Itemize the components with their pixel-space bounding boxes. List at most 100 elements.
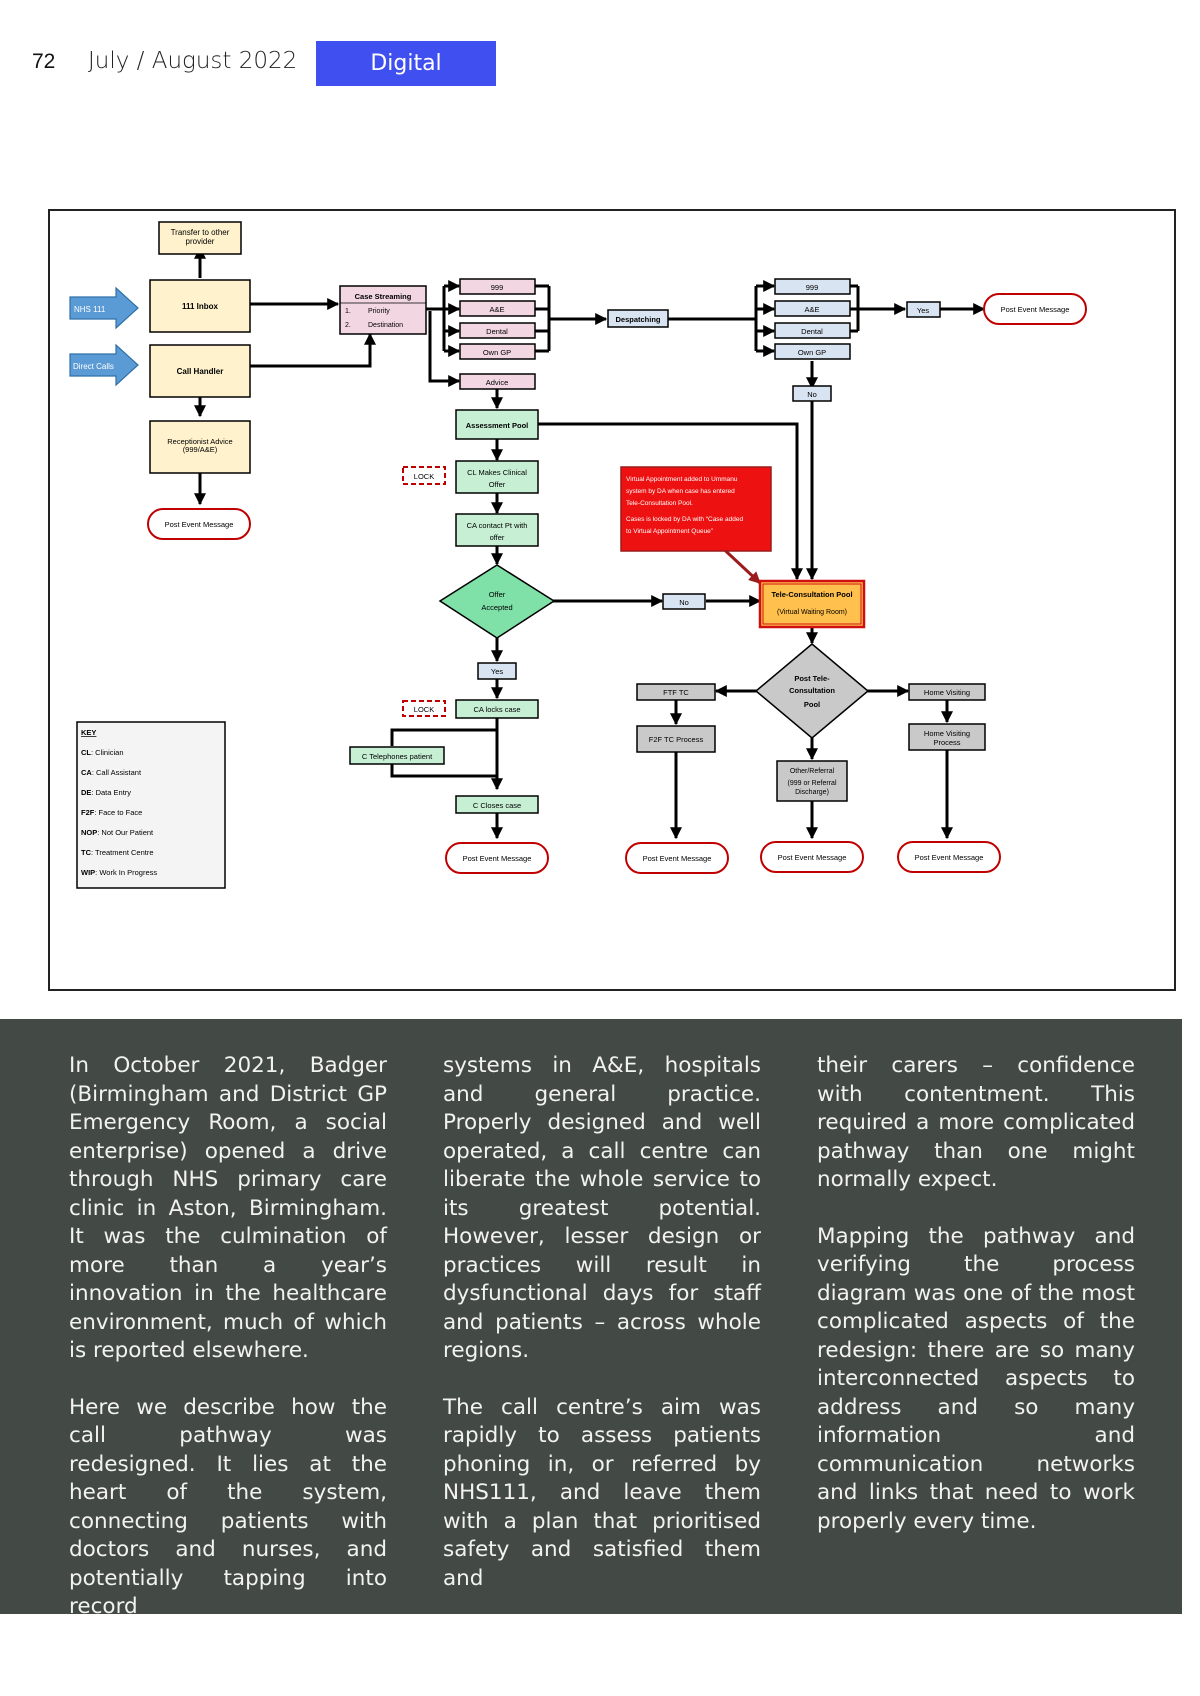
dest-text: Own GP bbox=[483, 348, 511, 357]
dest-text: A&E bbox=[804, 305, 819, 314]
post-tele-text: Post Tele- bbox=[794, 674, 830, 683]
post-event-text: Post Event Message bbox=[643, 854, 712, 863]
note-text: system by DA when case has entered bbox=[626, 488, 735, 495]
offer-accepted-text: Offer bbox=[489, 590, 506, 599]
issue-date: July / August 2022 bbox=[88, 48, 298, 74]
tele-pool-text: Tele-Consultation Pool bbox=[771, 590, 852, 599]
despatching-box bbox=[607, 309, 669, 328]
article-paragraph: In October 2021, Badger (Birmingham and … bbox=[69, 1053, 387, 1363]
ca-locks-box bbox=[455, 699, 539, 719]
case-streaming-item: Destination bbox=[368, 322, 403, 329]
c-telephones-box bbox=[349, 746, 445, 765]
key-abbr: TC bbox=[81, 848, 92, 857]
ftf-tc-box bbox=[636, 683, 716, 701]
f2f-process-text: F2F TC Process bbox=[649, 735, 704, 744]
case-streaming-title: Case Streaming bbox=[355, 292, 412, 301]
dest-box bbox=[459, 300, 536, 317]
note-text: to Virtual Appointment Queue” bbox=[626, 528, 713, 535]
dest-box bbox=[774, 322, 851, 339]
ca-contact-text: offer bbox=[490, 533, 505, 542]
key-text: : Face to Face bbox=[94, 808, 142, 817]
receptionist-text: Receptionist Advice bbox=[167, 437, 232, 446]
assessment-pool-box bbox=[455, 409, 539, 440]
section-tag: Digital bbox=[316, 41, 496, 86]
ftf-tc-text: FTF TC bbox=[663, 688, 689, 697]
direct-calls-arrow bbox=[69, 343, 139, 387]
article-column-3: their carers – confidence with contentme… bbox=[817, 1052, 1135, 1564]
svg-text:NOP: Not Our Patient: NOP: Not Our Patient bbox=[81, 828, 154, 837]
cl-offer-text: Offer bbox=[489, 480, 506, 489]
post-event-text: Post Event Message bbox=[463, 854, 532, 863]
post-event-text: Post Event Message bbox=[1001, 305, 1070, 314]
dest-text: 999 bbox=[806, 283, 819, 292]
lock-text: LOCK bbox=[414, 705, 434, 714]
tele-consultation-pool-box bbox=[758, 579, 866, 629]
dest-box bbox=[774, 300, 851, 317]
c-telephones-text: C Telephones patient bbox=[362, 752, 433, 761]
virtual-appointment-note bbox=[620, 466, 772, 552]
dest-box bbox=[459, 343, 536, 360]
post-tele-diamond bbox=[754, 643, 870, 739]
assessment-pool-text: Assessment Pool bbox=[466, 421, 529, 430]
other-referral-text: (999 or Referral bbox=[787, 780, 836, 787]
dest-box bbox=[774, 278, 851, 295]
case-streaming-box bbox=[339, 285, 427, 335]
dest-text: Dental bbox=[801, 327, 823, 336]
dest-box bbox=[459, 278, 536, 295]
pathway-diagram-svg: NHS 111 Direct Calls Transfer to other p… bbox=[69, 221, 1087, 889]
advice-box bbox=[459, 373, 536, 390]
note-text: Virtual Appointment added to Ummanu bbox=[626, 476, 738, 483]
call-handler-text: Call Handler bbox=[177, 367, 224, 376]
nhs111-label: NHS 111 bbox=[74, 305, 106, 314]
post-tele-text: Pool bbox=[804, 700, 820, 709]
other-referral-box bbox=[776, 760, 848, 802]
other-referral-text: Discharge) bbox=[795, 789, 829, 796]
home-visiting-box bbox=[908, 683, 986, 701]
key-abbr: CA bbox=[81, 768, 92, 777]
no-box bbox=[792, 385, 832, 402]
svg-text:WIP: Work In Progress: WIP: Work In Progress bbox=[81, 868, 157, 877]
post-event-text: Post Event Message bbox=[778, 853, 847, 862]
cl-offer-box bbox=[455, 460, 539, 494]
pathway-diagram: NHS 111 Direct Calls Transfer to other p… bbox=[48, 209, 1176, 991]
nhs111-arrow bbox=[69, 286, 139, 330]
yes-text: Yes bbox=[491, 667, 503, 676]
home-visiting-text: Home Visiting bbox=[924, 688, 970, 697]
article-paragraph: systems in A&E, hospitals and general pr… bbox=[443, 1053, 761, 1363]
key-title: KEY bbox=[81, 728, 96, 737]
post-event-oval bbox=[760, 841, 864, 873]
case-streaming-num: 2. bbox=[345, 322, 351, 329]
call-handler-box bbox=[149, 344, 251, 398]
key-abbr: WIP bbox=[81, 868, 95, 877]
home-process-text: Home Visiting bbox=[924, 729, 970, 738]
advice-text: Advice bbox=[486, 378, 509, 387]
article-paragraph: Here we describe how the call pathway wa… bbox=[69, 1394, 387, 1620]
article-paragraph: Mapping the pathway and verifying the pr… bbox=[817, 1223, 1135, 1534]
case-streaming-num: 1. bbox=[345, 308, 351, 315]
key-text: : Treatment Centre bbox=[91, 848, 154, 857]
key-text: : Data Entry bbox=[91, 788, 131, 797]
key-abbr: NOP bbox=[81, 828, 97, 837]
post-event-text: Post Event Message bbox=[165, 520, 234, 529]
article-paragraph: The call centre’s aim was rapidly to ass… bbox=[443, 1394, 761, 1591]
despatching-text: Despatching bbox=[615, 315, 660, 324]
key-abbr: F2F bbox=[81, 808, 95, 817]
svg-text:TC: Treatment Centre: TC: Treatment Centre bbox=[81, 848, 154, 857]
c-closes-text: C Closes case bbox=[473, 801, 521, 810]
note-text: Cases is locked by DA with “Case added bbox=[626, 516, 743, 523]
article-paragraph: their carers – confidence with contentme… bbox=[817, 1053, 1135, 1192]
cl-offer-text: CL Makes Clinical bbox=[467, 468, 527, 477]
key-text: : Clinician bbox=[91, 748, 124, 757]
direct-calls-label: Direct Calls bbox=[73, 362, 114, 371]
inbox-box bbox=[149, 279, 251, 333]
dest-box bbox=[774, 343, 851, 360]
no-text: No bbox=[807, 390, 817, 399]
post-event-oval bbox=[983, 293, 1087, 325]
transfer-text: Transfer to other bbox=[171, 228, 230, 237]
c-closes-box bbox=[455, 795, 539, 814]
svg-text:DE: Data Entry: DE: Data Entry bbox=[81, 788, 131, 797]
dest-text: 999 bbox=[491, 283, 504, 292]
svg-text:CA: Call Assistant: CA: Call Assistant bbox=[81, 768, 142, 777]
key-text: : Not Our Patient bbox=[97, 828, 154, 837]
dest-text: A&E bbox=[489, 305, 504, 314]
